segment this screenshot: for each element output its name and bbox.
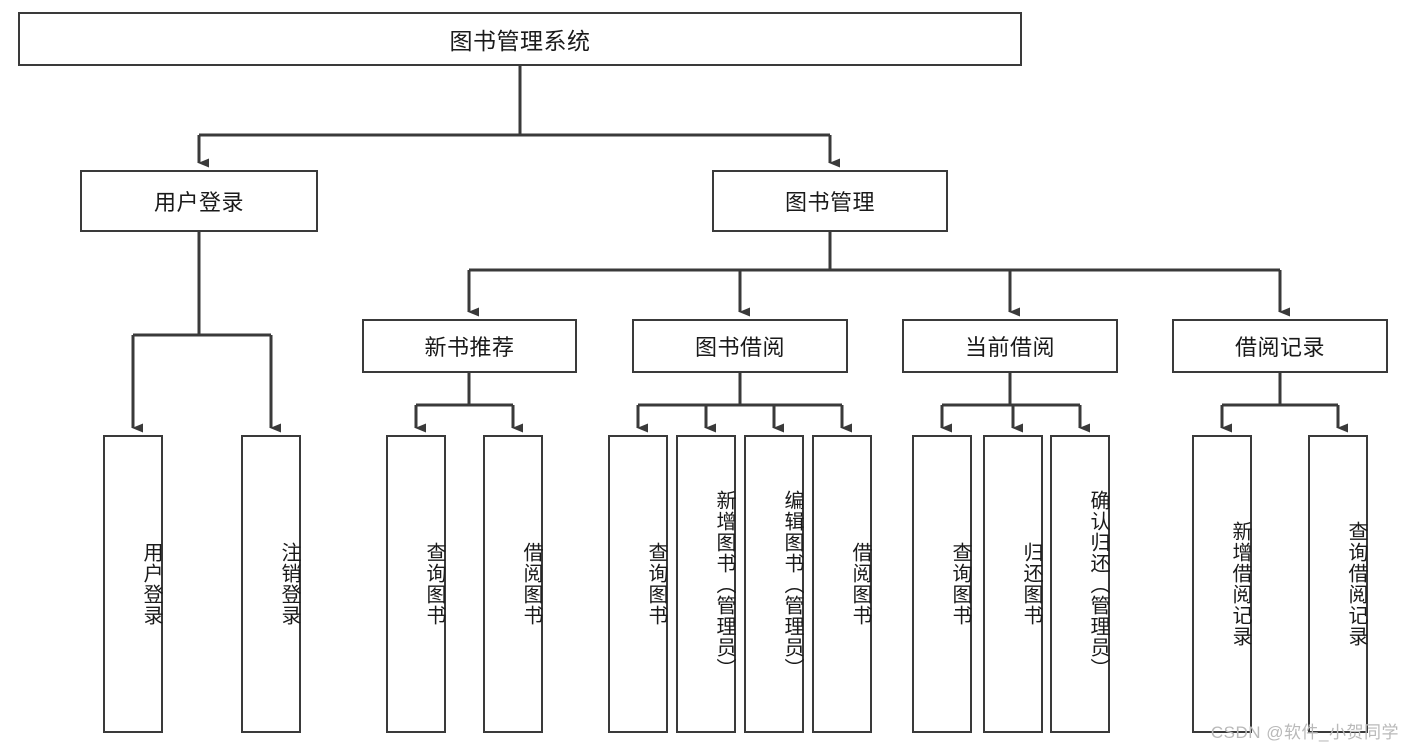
node-book-borrow[interactable]: 图书借阅: [632, 319, 848, 373]
node-user-login[interactable]: 用户登录: [80, 170, 318, 232]
node-borrow-record[interactable]: 借阅记录: [1172, 319, 1388, 373]
node-root-label: 图书管理系统: [449, 28, 591, 54]
node-root[interactable]: 图书管理系统: [18, 12, 1022, 66]
node-book-manage-label: 图书管理: [784, 190, 875, 215]
node-leaf-return-book[interactable]: 归还图书: [983, 435, 1043, 733]
node-leaf-user-login[interactable]: 用户登录: [103, 435, 163, 733]
node-leaf-rec-borrow-book-label: 借阅图书: [520, 542, 542, 626]
node-leaf-confirm-return-admin[interactable]: 确认归还（管理员）: [1050, 435, 1110, 733]
node-new-book-rec[interactable]: 新书推荐: [362, 319, 577, 373]
node-current-borrow-label: 当前借阅: [964, 335, 1055, 360]
node-borrow-record-label: 借阅记录: [1234, 335, 1325, 360]
node-leaf-logout-label: 注销登录: [278, 542, 300, 626]
node-leaf-add-borrow-record-label: 新增借阅记录: [1229, 521, 1251, 647]
node-leaf-rec-query-book-label: 查询图书: [423, 542, 445, 626]
node-leaf-user-login-label: 用户登录: [140, 542, 162, 626]
node-leaf-rec-query-book[interactable]: 查询图书: [386, 435, 446, 733]
node-leaf-add-borrow-record[interactable]: 新增借阅记录: [1192, 435, 1252, 733]
node-leaf-borrow-book-label: 借阅图书: [849, 542, 871, 626]
node-leaf-logout[interactable]: 注销登录: [241, 435, 301, 733]
node-leaf-borrow-book[interactable]: 借阅图书: [812, 435, 872, 733]
node-leaf-query-borrow-record-label: 查询借阅记录: [1345, 521, 1367, 647]
node-user-login-label: 用户登录: [153, 190, 244, 215]
node-leaf-rec-borrow-book[interactable]: 借阅图书: [483, 435, 543, 733]
node-leaf-add-book-admin[interactable]: 新增图书（管理员）: [676, 435, 736, 733]
node-book-borrow-label: 图书借阅: [694, 335, 785, 360]
node-leaf-edit-book-admin[interactable]: 编辑图书（管理员）: [744, 435, 804, 733]
node-leaf-add-book-admin-label: 新增图书（管理员）: [713, 489, 735, 679]
node-current-borrow[interactable]: 当前借阅: [902, 319, 1118, 373]
node-leaf-confirm-return-admin-label: 确认归还（管理员）: [1087, 489, 1109, 679]
node-book-manage[interactable]: 图书管理: [712, 170, 948, 232]
node-leaf-query-borrow-record[interactable]: 查询借阅记录: [1308, 435, 1368, 733]
watermark: CSDN @软件_小贺同学: [1210, 723, 1399, 742]
node-leaf-cur-query-book-label: 查询图书: [949, 542, 971, 626]
node-leaf-cur-query-book[interactable]: 查询图书: [912, 435, 972, 733]
node-leaf-borrow-query-book[interactable]: 查询图书: [608, 435, 668, 733]
node-leaf-return-book-label: 归还图书: [1020, 542, 1042, 626]
node-leaf-edit-book-admin-label: 编辑图书（管理员）: [781, 489, 803, 679]
node-new-book-rec-label: 新书推荐: [424, 335, 515, 360]
node-leaf-borrow-query-book-label: 查询图书: [645, 542, 667, 626]
